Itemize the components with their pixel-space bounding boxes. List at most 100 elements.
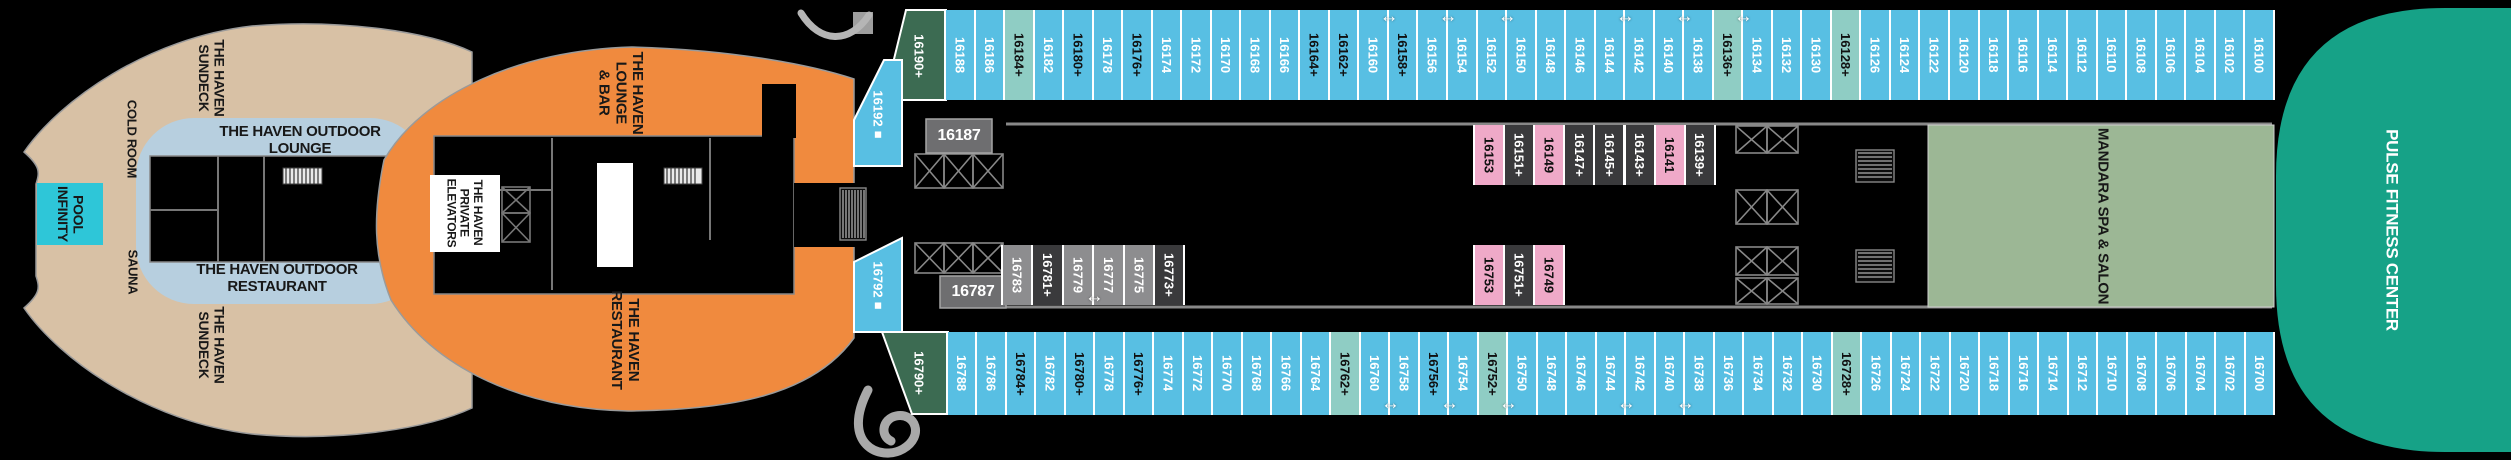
cabin-16779[interactable]: 16779 [1063, 245, 1093, 305]
cabin-16708[interactable]: 16708 [2127, 332, 2156, 415]
cabin-16760[interactable]: 16760 [1360, 332, 1389, 415]
cabin-16752[interactable]: 16752+ [1478, 332, 1507, 415]
cabin-16776[interactable]: 16776+ [1124, 332, 1153, 415]
cabin-16116[interactable]: 16116 [2009, 10, 2037, 100]
cabin-16172[interactable]: 16172 [1182, 10, 1210, 100]
cabin-16738[interactable]: 16738 [1685, 332, 1713, 415]
cabin-16192-label[interactable]: 16192■ [870, 90, 886, 142]
cabin-16773[interactable]: 16773+ [1155, 245, 1184, 305]
cabin-16720[interactable]: 16720 [1950, 332, 1979, 415]
cabin-16180[interactable]: 16180+ [1064, 10, 1092, 100]
cabin-16722[interactable]: 16722 [1921, 332, 1949, 415]
cabin-16136[interactable]: 16136+ [1713, 10, 1742, 100]
cabin-16102[interactable]: 16102 [2215, 10, 2244, 100]
cabin-16139[interactable]: 16139+ [1685, 125, 1714, 185]
cabin-16710[interactable]: 16710 [2098, 332, 2126, 415]
cabin-16750[interactable]: 16750 [1508, 332, 1536, 415]
cabin-16104[interactable]: 16104 [2186, 10, 2214, 100]
cabin-16736[interactable]: 16736 [1714, 332, 1743, 415]
cabin-16143[interactable]: 16143+ [1625, 125, 1654, 185]
cabin-16120[interactable]: 16120 [1950, 10, 1978, 100]
cabin-16734[interactable]: 16734 [1744, 332, 1772, 415]
cabin-16106[interactable]: 16106 [2156, 10, 2185, 100]
cabin-16790-label[interactable]: 16790+ [911, 351, 927, 395]
cabin-16134[interactable]: 16134 [1743, 10, 1771, 100]
cabin-16158[interactable]: 16158+ [1388, 10, 1417, 100]
cabin-16141[interactable]: 16141 [1655, 125, 1684, 185]
cabin-16783[interactable]: 16783 [1003, 245, 1032, 305]
cabin-16156[interactable]: 16156 [1418, 10, 1446, 100]
cabin-16170[interactable]: 16170 [1211, 10, 1240, 100]
cabin-16726[interactable]: 16726 [1862, 332, 1890, 415]
cabin-16118[interactable]: 16118 [1979, 10, 2008, 100]
cabin-16153[interactable]: 16153 [1475, 125, 1504, 185]
cabin-16130[interactable]: 16130 [1802, 10, 1830, 100]
cabin-16108[interactable]: 16108 [2127, 10, 2155, 100]
cabin-16700[interactable]: 16700 [2245, 332, 2274, 415]
cabin-16777[interactable]: 16777 [1094, 245, 1123, 305]
cabin-16154[interactable]: 16154 [1448, 10, 1476, 100]
cabin-16758[interactable]: 16758 [1390, 332, 1418, 415]
cabin-16742[interactable]: 16742 [1626, 332, 1654, 415]
cabin-16724[interactable]: 16724 [1891, 332, 1920, 415]
cabin-16770[interactable]: 16770 [1213, 332, 1241, 415]
cabin-16164[interactable]: 16164+ [1300, 10, 1328, 100]
cabin-16772[interactable]: 16772 [1183, 332, 1212, 415]
cabin-16176[interactable]: 16176+ [1123, 10, 1151, 100]
cabin-16147[interactable]: 16147+ [1565, 125, 1594, 185]
cabin-16784[interactable]: 16784+ [1006, 332, 1035, 415]
cabin-16730[interactable]: 16730 [1803, 332, 1831, 415]
cabin-16160[interactable]: 16160 [1359, 10, 1387, 100]
cabin-16124[interactable]: 16124 [1890, 10, 1919, 100]
cabin-16168[interactable]: 16168 [1241, 10, 1269, 100]
cabin-16766[interactable]: 16766 [1272, 332, 1300, 415]
cabin-16149[interactable]: 16149 [1535, 125, 1564, 185]
cabin-16786[interactable]: 16786 [977, 332, 1005, 415]
cabin-16190-label[interactable]: 16190+ [911, 34, 927, 78]
cabin-16188[interactable]: 16188 [946, 10, 974, 100]
cabin-16716[interactable]: 16716 [2009, 332, 2038, 415]
cabin-16744[interactable]: 16744 [1596, 332, 1625, 415]
cabin-16100[interactable]: 16100 [2245, 10, 2273, 100]
cabin-16110[interactable]: 16110 [2097, 10, 2126, 100]
cabin-16706[interactable]: 16706 [2157, 332, 2185, 415]
cabin-16792-label[interactable]: 16792■ [870, 261, 886, 313]
cabin-16754[interactable]: 16754 [1449, 332, 1477, 415]
cabin-16142[interactable]: 16142 [1625, 10, 1653, 100]
cabin-16768[interactable]: 16768 [1242, 332, 1271, 415]
cabin-16145[interactable]: 16145+ [1595, 125, 1624, 185]
cabin-16186[interactable]: 16186 [975, 10, 1004, 100]
cabin-16764[interactable]: 16764 [1301, 332, 1330, 415]
cabin-16732[interactable]: 16732 [1773, 332, 1802, 415]
cabin-16778[interactable]: 16778 [1095, 332, 1123, 415]
cabin-16138[interactable]: 16138 [1684, 10, 1712, 100]
cabin-16740[interactable]: 16740 [1655, 332, 1684, 415]
cabin-16126[interactable]: 16126 [1861, 10, 1889, 100]
cabin-16762[interactable]: 16762+ [1331, 332, 1359, 415]
cabin-16166[interactable]: 16166 [1270, 10, 1299, 100]
cabin-16780[interactable]: 16780+ [1065, 332, 1094, 415]
cabin-16152[interactable]: 16152 [1477, 10, 1506, 100]
cabin-16746[interactable]: 16746 [1567, 332, 1595, 415]
cabin-16775[interactable]: 16775 [1124, 245, 1153, 305]
cabin-16718[interactable]: 16718 [1980, 332, 2008, 415]
cabin-16782[interactable]: 16782 [1036, 332, 1064, 415]
cabin-16144[interactable]: 16144 [1595, 10, 1624, 100]
cabin-16162[interactable]: 16162+ [1329, 10, 1358, 100]
cabin-16788[interactable]: 16788 [948, 332, 976, 415]
cabin-16714[interactable]: 16714 [2039, 332, 2067, 415]
cabin-16728[interactable]: 16728+ [1832, 332, 1861, 415]
cabin-16140[interactable]: 16140 [1654, 10, 1683, 100]
cabin-16128[interactable]: 16128+ [1831, 10, 1860, 100]
cabin-16150[interactable]: 16150 [1507, 10, 1535, 100]
cabin-16751[interactable]: 16751+ [1505, 245, 1534, 305]
cabin-16122[interactable]: 16122 [1920, 10, 1948, 100]
cabin-16712[interactable]: 16712 [2068, 332, 2097, 415]
cabin-16114[interactable]: 16114 [2038, 10, 2067, 100]
cabin-16112[interactable]: 16112 [2068, 10, 2096, 100]
cabin-16174[interactable]: 16174 [1152, 10, 1181, 100]
cabin-16702[interactable]: 16702 [2216, 332, 2244, 415]
cabin-16704[interactable]: 16704 [2186, 332, 2215, 415]
cabin-16151[interactable]: 16151+ [1505, 125, 1534, 185]
cabin-16756[interactable]: 16756+ [1419, 332, 1448, 415]
